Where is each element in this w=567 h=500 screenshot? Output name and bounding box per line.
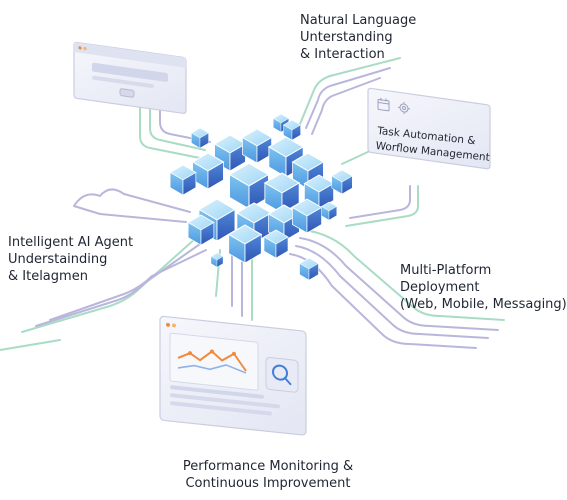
performance-label: Performance Monitoring & Continuous Impr…: [148, 458, 388, 492]
connector-br-1: [295, 245, 489, 339]
multi-platform-label: Multi-Platform Deployment (Web, Mobile, …: [400, 262, 567, 313]
multi-platform-label-line-3: (Web, Mobile, Messaging): [400, 297, 567, 312]
natural-language-label-line-2: Unterstanding: [300, 30, 393, 45]
task-panel-illustration: [367, 87, 491, 170]
connector-right-2: [349, 185, 411, 219]
performance-label-line-2: Continuous Improvement: [185, 476, 351, 491]
connector-top-3: [311, 77, 381, 135]
dashboard-illustration: [159, 315, 307, 436]
connector-right-1: [345, 185, 419, 227]
connector-top-2: [305, 67, 391, 129]
connector-right-3: [341, 149, 373, 165]
ai-agent-label-line-1: Intelligent AI Agent: [8, 235, 134, 250]
natural-language-label-line-3: & Interaction: [300, 47, 385, 62]
ai-agent-label-line-2: Understainding: [8, 252, 108, 267]
natural-language-label: Natural Language Unterstanding & Interac…: [300, 12, 416, 63]
natural-language-label-line-1: Natural Language: [300, 13, 417, 28]
connector-left-1: [73, 205, 187, 223]
magnifier-icon: [272, 364, 292, 386]
multi-platform-label-line-2: Deployment: [400, 280, 480, 295]
calendar-icon: [377, 97, 390, 112]
connector-left-swirl: [73, 188, 191, 213]
connector-br-2: [299, 237, 499, 331]
connector-top-left-3: [139, 97, 201, 159]
browser-window-illustration: [73, 41, 187, 114]
ai-agent-label: Intelligent AI Agent Understainding & It…: [8, 234, 133, 285]
connector-bl-long: [0, 339, 61, 351]
multi-platform-label-line-1: Multi-Platform: [400, 263, 492, 278]
connector-top-1: [299, 57, 401, 125]
blue-trend-line: [177, 364, 247, 374]
connector-top-left-1: [149, 97, 206, 151]
gear-icon: [398, 101, 410, 115]
connector-br-3: [303, 229, 505, 321]
connection-lines: [0, 57, 505, 351]
ai-agent-label-line-3: & Itelagmen: [8, 269, 88, 284]
connector-br-4: [289, 253, 477, 349]
connector-top-left-2: [159, 97, 211, 143]
performance-label-line-1: Performance Monitoring &: [182, 459, 354, 474]
connector-left-low-3: [49, 249, 207, 321]
